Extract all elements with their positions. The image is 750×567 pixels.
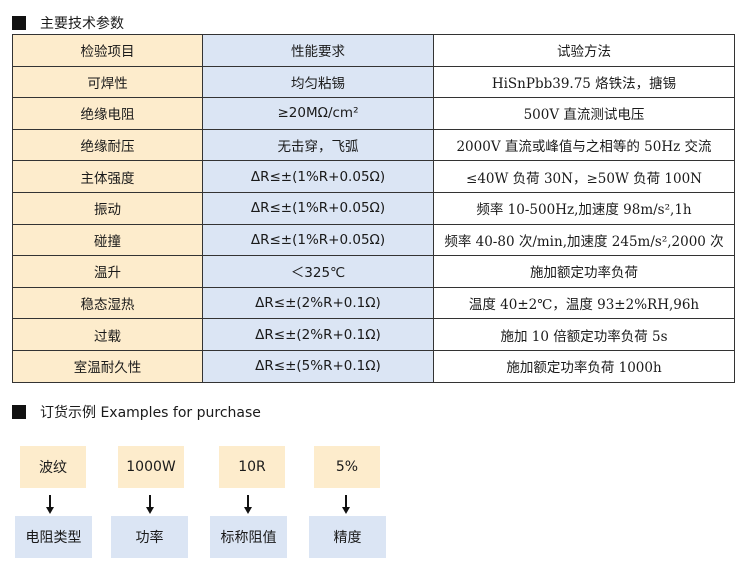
table-cell: 稳态湿热	[12, 286, 203, 320]
table-header-cell: 性能要求	[202, 34, 434, 67]
section-title-text: 主要技术参数	[40, 16, 124, 32]
example-value-power: 1000W	[118, 446, 184, 488]
table-cell: 无击穿，飞弧	[202, 128, 434, 162]
table-cell: 主体强度	[12, 160, 203, 193]
table-cell: 振动	[12, 191, 203, 225]
section-title-specs: 主要技术参数	[12, 14, 124, 32]
table-cell: HiSnPbb39.75 烙铁法，搪锡	[433, 65, 735, 99]
table-cell: ΔR≤±(1%R+0.05Ω)	[202, 191, 434, 225]
example-label-type: 电阻类型	[15, 516, 92, 558]
arrow-down-icon	[46, 495, 54, 515]
table-cell: ≥20MΩ/cm²	[202, 97, 434, 130]
table-cell: 施加额定功率负荷	[433, 255, 735, 288]
table-cell: ΔR≤±(2%R+0.1Ω)	[202, 286, 434, 320]
arrow-down-icon	[244, 495, 252, 515]
table-cell: ΔR≤±(1%R+0.05Ω)	[202, 160, 434, 193]
table-header-row: 检验项目性能要求试验方法	[12, 34, 735, 67]
table-cell: 施加额定功率负荷 1000h	[433, 349, 735, 383]
table-cell: ΔR≤±(5%R+0.1Ω)	[202, 349, 434, 383]
table-cell: 500V 直流测试电压	[433, 97, 735, 130]
example-label-resistance: 标称阻值	[210, 516, 287, 558]
example-label-power: 功率	[111, 516, 188, 558]
example-value-resistance: 10R	[219, 446, 285, 488]
example-value-precision: 5%	[314, 446, 380, 488]
table-cell: 碰撞	[12, 223, 203, 257]
table-cell: 绝缘耐压	[12, 128, 203, 162]
table-cell: 温度 40±2℃，温度 93±2%RH,96h	[433, 286, 735, 320]
arrow-down-icon	[342, 495, 350, 515]
example-value-type: 波纹	[20, 446, 86, 488]
table-cell: 过载	[12, 318, 203, 351]
table-cell: 室温耐久性	[12, 349, 203, 383]
table-cell: ΔR≤±(1%R+0.05Ω)	[202, 223, 434, 257]
table-cell: 频率 10-500Hz,加速度 98m/s²,1h	[433, 191, 735, 225]
table-cell: 2000V 直流或峰值与之相等的 50Hz 交流	[433, 128, 735, 162]
section-title-order-example: 订货示例 Examples for purchase	[12, 403, 261, 421]
table-cell: 可焊性	[12, 65, 203, 99]
table-header-cell: 检验项目	[12, 34, 203, 67]
table-cell: 均匀粘锡	[202, 65, 434, 99]
table-cell: 施加 10 倍额定功率负荷 5s	[433, 318, 735, 351]
table-cell: 温升	[12, 255, 203, 288]
table-cell: ΔR≤±(2%R+0.1Ω)	[202, 318, 434, 351]
table-cell: ＜325℃	[202, 255, 434, 288]
table-cell: 频率 40-80 次/min,加速度 245m/s²,2000 次	[433, 223, 735, 257]
square-bullet-icon	[12, 405, 26, 419]
table-header-cell: 试验方法	[433, 34, 735, 67]
section-title-text: 订货示例 Examples for purchase	[40, 405, 261, 421]
square-bullet-icon	[12, 16, 26, 30]
arrow-down-icon	[146, 495, 154, 515]
example-label-precision: 精度	[309, 516, 386, 558]
table-cell: ≤40W 负荷 30N，≥50W 负荷 100N	[433, 160, 735, 193]
table-cell: 绝缘电阻	[12, 97, 203, 130]
